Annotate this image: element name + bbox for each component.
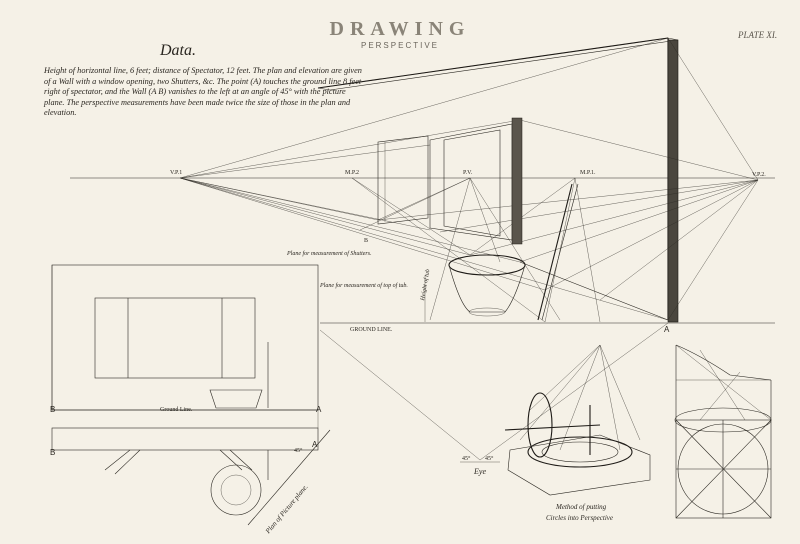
shutter-right	[443, 129, 501, 237]
wall-end-face	[667, 39, 679, 323]
tub-top	[448, 254, 526, 276]
plate-title: DRAWING	[329, 18, 471, 40]
label-method-line2: Circles into Perspective	[546, 514, 613, 522]
label-point-b: B	[364, 238, 369, 244]
label-mp2: M.P.2	[345, 170, 360, 176]
wall-pier	[511, 117, 523, 245]
wall-bottom-edge	[519, 261, 669, 321]
vanishing-rays-vp2	[377, 37, 759, 321]
label-point-a: A	[664, 325, 670, 334]
elevation-tub	[209, 389, 263, 409]
label-plane-shutters: Plane for measurement of Shutters.	[287, 251, 372, 257]
label-mp1: M.P.1.	[580, 170, 596, 176]
label-plane-tub: Plane for measurement of top of tub.	[320, 283, 408, 289]
data-heading: Data.	[160, 42, 196, 59]
circle-perspective-illustration	[504, 344, 651, 496]
label-elevation-b: B	[50, 405, 56, 414]
shutter-left	[377, 135, 429, 225]
tub-body	[448, 264, 526, 313]
label-vp2: V.P.2.	[752, 172, 766, 178]
circle-construction-box	[674, 344, 772, 519]
elevation-window	[94, 297, 256, 379]
plate-subtitle: PERSPECTIVE	[360, 41, 439, 50]
label-eye: Eye	[474, 467, 486, 476]
label-pv: P.V.	[463, 170, 473, 176]
plan-tub	[210, 464, 262, 516]
label-elevation-ground-line: Ground Line.	[160, 407, 193, 413]
label-plan-a: A	[312, 440, 318, 449]
label-angle-right: 45°	[485, 456, 494, 462]
wall-edge-top	[317, 37, 669, 89]
grindstone-wheel	[527, 392, 553, 458]
label-method-line1: Method of putting	[556, 503, 607, 511]
label-vp1: V.P.1	[170, 170, 183, 176]
elevation-frame	[51, 264, 319, 411]
plate-number: PLATE XI.	[738, 30, 778, 40]
wall-top-face	[317, 37, 679, 91]
label-ground-line: GROUND LINE.	[350, 327, 393, 333]
label-angle-45: 45°	[294, 448, 303, 454]
label-plan-b: B	[50, 448, 56, 457]
vanishing-rays-vp1	[179, 37, 669, 321]
data-description: Height of horizontal line, 6 feet; dista…	[44, 66, 362, 118]
plan-wall	[51, 427, 319, 451]
label-elevation-a: A	[316, 405, 322, 414]
measuring-rays	[351, 177, 601, 323]
label-angle-left: 45°	[462, 456, 471, 462]
picture-plane-line	[247, 429, 331, 526]
post	[537, 183, 573, 321]
